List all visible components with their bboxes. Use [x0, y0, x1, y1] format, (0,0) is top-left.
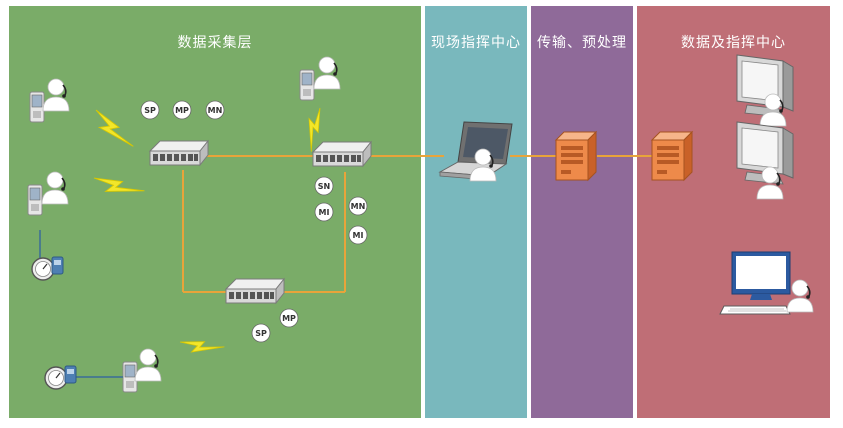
- badge: MN: [205, 100, 225, 120]
- monitor-workstation-2: [736, 121, 794, 200]
- handheld-device-icon: [27, 184, 43, 216]
- person-icon: [41, 171, 69, 205]
- wireless-bolt-icon: [93, 161, 145, 207]
- field-user-1: [29, 78, 70, 123]
- badge-label: MP: [282, 314, 296, 323]
- panel-title: 数据采集层: [177, 35, 253, 51]
- panel-title: 传输、预处理: [537, 35, 627, 51]
- badge: MP: [172, 100, 192, 120]
- person-icon: [42, 78, 70, 112]
- badge-label: MN: [351, 202, 366, 211]
- desktop-workstation: [719, 251, 814, 315]
- network-switch-icon: [225, 278, 285, 304]
- badge-label: MI: [319, 208, 330, 217]
- badge: SP: [140, 100, 160, 120]
- server-icon: [555, 131, 597, 181]
- monitor-workstation-1: [736, 54, 794, 127]
- badge-label: SP: [144, 106, 156, 115]
- handheld-device-icon: [29, 91, 45, 123]
- panel-title: 数据及指挥中心: [681, 35, 786, 51]
- badge: SP: [251, 323, 271, 343]
- panel-data-command-center: 数据及指挥中心: [637, 6, 830, 418]
- person-icon: [313, 56, 341, 90]
- network-switch-icon: [149, 140, 209, 166]
- person-icon: [786, 279, 814, 313]
- keyboard-icon: [719, 305, 791, 315]
- badge-label: SN: [318, 182, 330, 191]
- badge: SN: [314, 176, 334, 196]
- badge: MI: [314, 202, 334, 222]
- field-command-laptop: [438, 121, 513, 182]
- field-user-4: [122, 348, 162, 393]
- badge: MI: [348, 225, 368, 245]
- meter-icon: [44, 365, 77, 390]
- badge-label: SP: [255, 329, 267, 338]
- wireless-bolt-icon: [91, 109, 139, 147]
- network-switch-icon: [312, 141, 372, 167]
- panel-field-command-center: 现场指挥中心: [425, 6, 527, 418]
- meter-icon: [31, 256, 64, 281]
- field-user-2: [27, 171, 69, 216]
- wireless-links: [91, 107, 336, 366]
- wireless-bolt-icon: [179, 323, 225, 366]
- network-links: [182, 155, 654, 293]
- badge-label: MN: [208, 106, 223, 115]
- server-icon: [651, 131, 693, 181]
- field-user-3: [299, 56, 341, 101]
- badge-label: MI: [353, 231, 364, 240]
- panel-transmission-preprocessing: 传输、预处理: [531, 6, 633, 418]
- badge: MP: [279, 308, 299, 328]
- handheld-device-icon: [122, 361, 138, 393]
- handheld-device-icon: [299, 69, 315, 101]
- monitor-icon: [736, 54, 794, 118]
- panel-title: 现场指挥中心: [431, 35, 521, 51]
- person-icon: [134, 348, 162, 382]
- badge-label: MP: [175, 106, 189, 115]
- badge: MN: [348, 196, 368, 216]
